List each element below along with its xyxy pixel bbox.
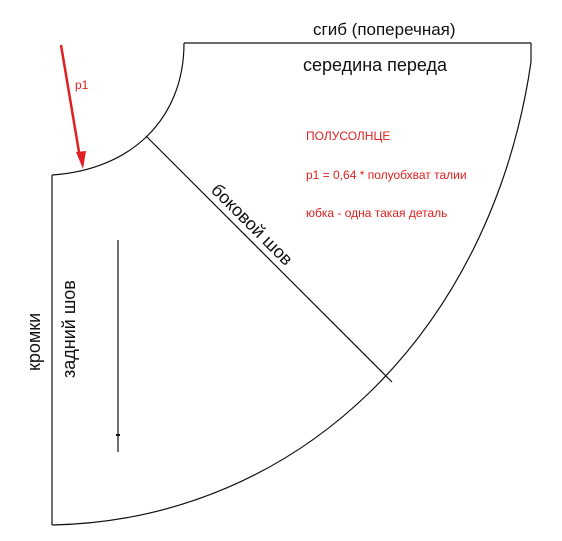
note-pieces: юбка - одна такая деталь: [306, 206, 447, 220]
p1-label: p1: [75, 78, 89, 92]
pattern-outline: [51, 42, 532, 526]
hem-arc: [51, 61, 532, 526]
arrow-head-icon: [76, 151, 86, 169]
side-seam-label: боковой шов: [207, 180, 297, 270]
note-title: ПОЛУСОЛНЦЕ: [306, 129, 390, 143]
p1-arrow: [59, 44, 86, 169]
back-seam-label: задний шов: [59, 280, 79, 378]
note-formula: p1 = 0,64 * полуобхват талии: [306, 168, 467, 182]
waist-arc: [51, 42, 185, 176]
front-center-label: середина переда: [303, 55, 448, 75]
selvedges-label: кромки: [24, 313, 44, 371]
side-seam-line: [145, 135, 393, 383]
fold-label: сгиб (поперечная): [313, 20, 456, 39]
arrow-shaft: [59, 44, 82, 159]
